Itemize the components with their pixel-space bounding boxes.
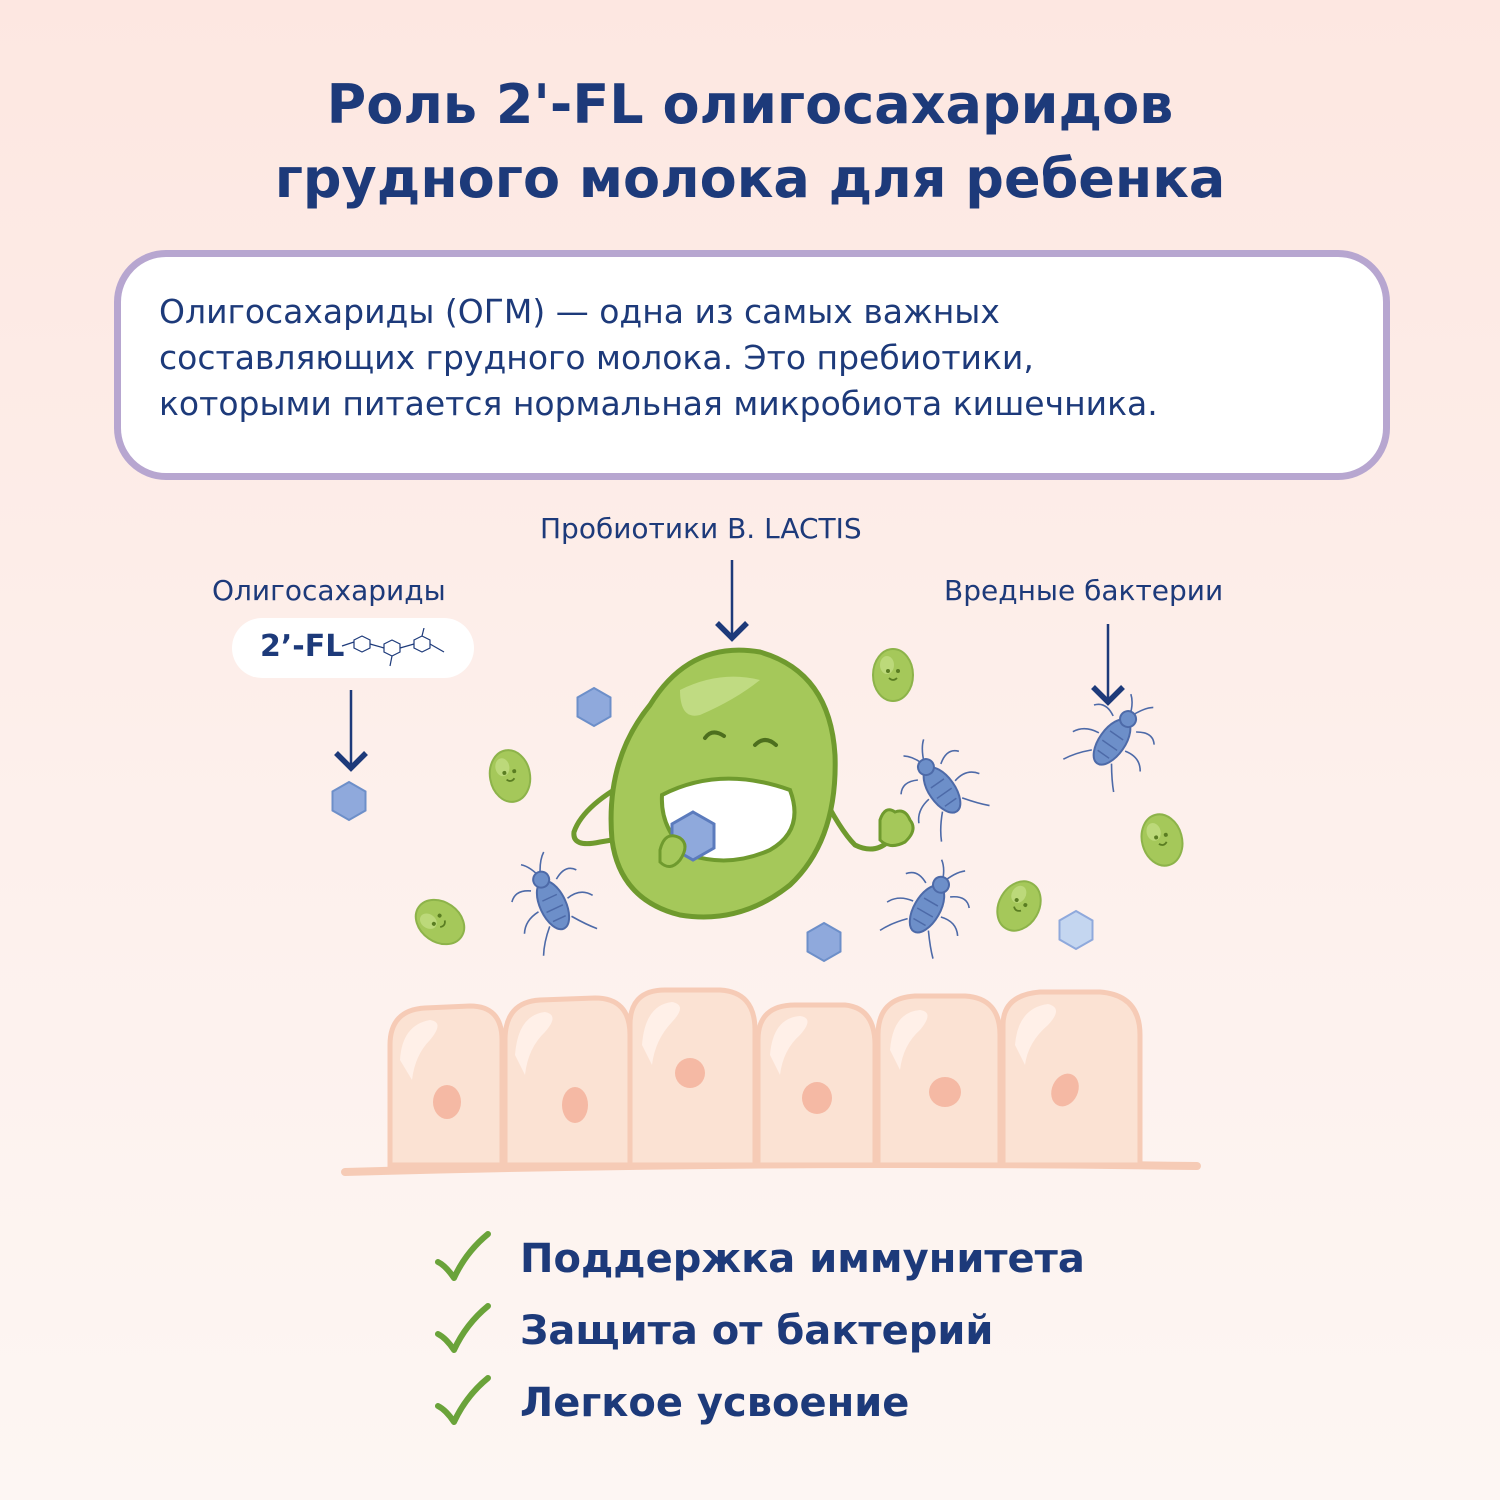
probiotic-character	[571, 647, 915, 920]
page-title: Роль 2'-FL олигосахаридов грудного молок…	[0, 68, 1500, 216]
harmful-bacterium	[1055, 676, 1176, 801]
intro-line-2: составляющих грудного молока. Это пребио…	[159, 338, 1034, 377]
check-icon	[435, 1375, 491, 1425]
oligosaccharide-hexagon	[331, 781, 367, 821]
check-icon	[435, 1303, 491, 1353]
benefit-text: Защита от бактерий	[520, 1308, 994, 1354]
harmful-bacterium	[872, 843, 989, 967]
oligosaccharide-hexagon	[1058, 909, 1094, 951]
benefit-item: Легкое усвоение	[432, 1374, 1192, 1434]
benefit-item: Поддержка иммунитета	[432, 1230, 1192, 1290]
benefit-item: Защита от бактерий	[432, 1302, 1192, 1362]
title-line-2: грудного молока для ребенка	[274, 147, 1226, 210]
label-harmful-bacteria: Вредные бактерии	[944, 574, 1224, 607]
intro-line-3: которыми питается нормальная микробиота …	[159, 384, 1158, 423]
intro-box: Олигосахариды (ОГМ) — одна из самых важн…	[114, 250, 1390, 480]
intestinal-cells	[341, 987, 1201, 1176]
title-line-1: Роль 2'-FL олигосахаридов	[326, 73, 1174, 136]
fl-badge-text: 2’-FL	[260, 629, 345, 664]
harmful-bacterium	[495, 839, 609, 961]
check-icon	[435, 1231, 491, 1281]
oligosaccharide-hexagon	[576, 687, 612, 727]
molecule-icon	[341, 628, 445, 667]
label-probiotics: Пробиотики B. LACTIS	[540, 512, 862, 545]
oligosaccharide-hexagon	[806, 922, 842, 962]
probiotic-bacterium	[406, 889, 474, 955]
probiotic-bacterium	[484, 745, 536, 807]
probiotic-bacterium	[987, 872, 1051, 940]
benefit-text: Легкое усвоение	[520, 1380, 910, 1426]
intro-text: Олигосахариды (ОГМ) — одна из самых важн…	[159, 289, 1359, 427]
benefit-text: Поддержка иммунитета	[520, 1236, 1085, 1282]
probiotic-bacterium	[872, 648, 914, 702]
fl-badge: 2’-FL	[232, 618, 474, 678]
label-oligosaccharides: Олигосахариды	[212, 574, 446, 607]
intro-line-1: Олигосахариды (ОГМ) — одна из самых важн…	[159, 292, 1000, 331]
probiotic-bacterium	[1134, 808, 1190, 872]
